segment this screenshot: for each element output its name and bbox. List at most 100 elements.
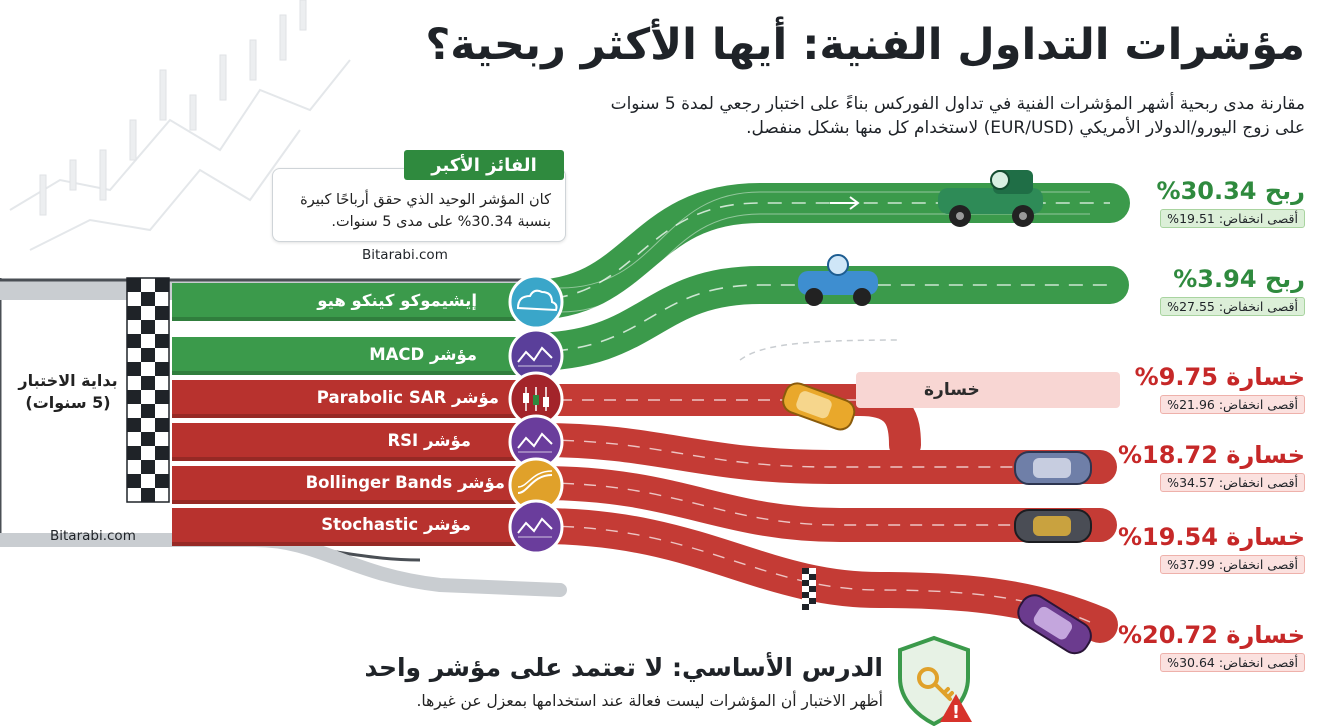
checker-cell xyxy=(809,586,816,592)
lane-label-bollinger: مؤشر Bollinger Bands xyxy=(305,473,505,492)
lane-bar-0 xyxy=(172,274,564,330)
checker-cell xyxy=(127,474,141,488)
macd-icon-glyph xyxy=(517,346,553,367)
result-value: خسارة 19.54% xyxy=(1117,523,1305,551)
checker-cell xyxy=(141,306,155,320)
checker-cell xyxy=(141,334,155,348)
checker-cell xyxy=(155,488,169,502)
checker-cell xyxy=(802,598,809,604)
checker-cell xyxy=(155,432,169,446)
watermark-top: Bitarabi.com xyxy=(362,247,448,263)
lane-bar-fill xyxy=(172,380,532,418)
lesson-text: أظهر الاختبار أن المؤشرات ليست فعالة عند… xyxy=(416,692,883,710)
lane-bar-3 xyxy=(172,414,564,470)
checker-cell xyxy=(141,460,155,474)
checker-cell xyxy=(141,474,155,488)
car-ichimoku xyxy=(938,170,1043,227)
checker-cell xyxy=(141,292,155,306)
drawdown-badge: أقصى انخفاض: 30.64% xyxy=(1160,653,1305,672)
winner-text: كان المؤشر الوحيد الذي حقق أرباحًا كبيرة… xyxy=(281,189,551,233)
checker-cell xyxy=(127,292,141,306)
checker-cell xyxy=(155,418,169,432)
result-value: خسارة 9.75% xyxy=(1134,363,1305,391)
checker-cell xyxy=(141,432,155,446)
checker-cell xyxy=(141,404,155,418)
checker-cell xyxy=(127,488,141,502)
checker-cell xyxy=(155,278,169,292)
lane-label-stochastic: مؤشر Stochastic xyxy=(321,515,471,534)
checker-cell xyxy=(141,418,155,432)
lane-label-macd: مؤشر MACD xyxy=(369,345,477,364)
checker-cell xyxy=(155,390,169,404)
finish-checkered-strip xyxy=(802,568,816,610)
lane-bar-fill xyxy=(172,423,532,461)
drawdown-badge: أقصى انخفاض: 21.96% xyxy=(1160,395,1305,414)
checker-cell xyxy=(127,320,141,334)
checker-cell xyxy=(809,604,816,610)
drawdown-badge: أقصى انخفاض: 27.55% xyxy=(1160,297,1305,316)
checker-cell xyxy=(127,334,141,348)
checker-cell xyxy=(127,418,141,432)
result-value: ربح 3.94% xyxy=(1173,265,1305,293)
result-stochastic: خسارة 20.72% أقصى انخفاض: 30.64% xyxy=(1118,620,1305,672)
subtitle-line-1: مقارنة مدى ربحية أشهر المؤشرات الفنية في… xyxy=(610,94,1305,114)
winner-text-line-2: بنسبة 30.34% على مدى 5 سنوات. xyxy=(331,214,551,230)
checker-cell xyxy=(802,604,809,610)
drawdown-badge: أقصى انخفاض: 34.57% xyxy=(1160,473,1305,492)
checker-cell xyxy=(802,586,809,592)
lane-bar-fill xyxy=(172,466,532,504)
lane-bar-fill xyxy=(172,337,532,375)
lesson-title: الدرس الأساسي: لا تعتمد على مؤشر واحد xyxy=(364,653,884,682)
result-rsi: خسارة 18.72% أقصى انخفاض: 34.57% xyxy=(1117,440,1305,492)
checker-cell xyxy=(802,574,809,580)
subtitle-line-2: على زوج اليورو/الدولار الأمريكي (EUR/USD… xyxy=(746,118,1305,138)
checker-cell xyxy=(809,580,816,586)
car-rsi xyxy=(1014,451,1092,485)
result-value: خسارة 18.72% xyxy=(1117,441,1305,469)
lane-bar-5 xyxy=(172,499,564,555)
drawdown-badge: أقصى انخفاض: 37.99% xyxy=(1160,555,1305,574)
checker-cell xyxy=(155,306,169,320)
checker-cell xyxy=(141,320,155,334)
shield-key-warning-icon: ! xyxy=(898,635,972,726)
checker-cell xyxy=(141,446,155,460)
checker-cell xyxy=(155,404,169,418)
direction-arrow xyxy=(830,196,860,210)
checker-cell xyxy=(141,390,155,404)
checker-cell xyxy=(155,376,169,390)
checker-cell xyxy=(809,568,816,574)
checker-cell xyxy=(127,278,141,292)
lane-label-parabolic-sar: مؤشر Parabolic SAR xyxy=(316,388,499,407)
car-stochastic xyxy=(1017,594,1092,655)
start-label-duration: (5 سنوات) xyxy=(25,393,111,412)
checker-cell xyxy=(127,404,141,418)
checker-cell xyxy=(809,598,816,604)
lane-bar-fill xyxy=(172,508,532,546)
svg-text:!: ! xyxy=(952,702,960,723)
checker-cell xyxy=(127,446,141,460)
stochastic-icon-glyph xyxy=(517,517,553,538)
result-ichimoku: ربح 30.34% أقصى انخفاض: 19.51% xyxy=(1130,176,1305,228)
checker-cell xyxy=(155,446,169,460)
result-macd: ربح 3.94% أقصى انخفاض: 27.55% xyxy=(1130,264,1305,316)
result-bollinger: خسارة 19.54% أقصى انخفاض: 37.99% xyxy=(1117,522,1305,574)
checker-cell xyxy=(802,580,809,586)
checker-cell xyxy=(155,320,169,334)
lane-bar-1 xyxy=(172,328,564,384)
start-checkered-flag xyxy=(126,277,170,503)
winner-tag: الفائز الأكبر xyxy=(404,150,564,180)
cloud-icon xyxy=(508,274,564,330)
cloud-icon-glyph xyxy=(516,289,558,312)
lane-label-rsi: مؤشر RSI xyxy=(387,431,471,450)
checker-cell xyxy=(809,592,816,598)
checker-cell xyxy=(141,362,155,376)
checker-cell xyxy=(155,460,169,474)
checker-cell xyxy=(802,568,809,574)
car-bollinger xyxy=(1014,509,1092,543)
lane-label-ichimoku: إيشيموكو كينكو هيو xyxy=(317,291,477,310)
start-label: بداية الاختبار (5 سنوات) xyxy=(8,370,128,414)
winner-text-line-1: كان المؤشر الوحيد الذي حقق أرباحًا كبيرة xyxy=(300,192,551,208)
checker-cell xyxy=(809,574,816,580)
checker-cell xyxy=(127,390,141,404)
